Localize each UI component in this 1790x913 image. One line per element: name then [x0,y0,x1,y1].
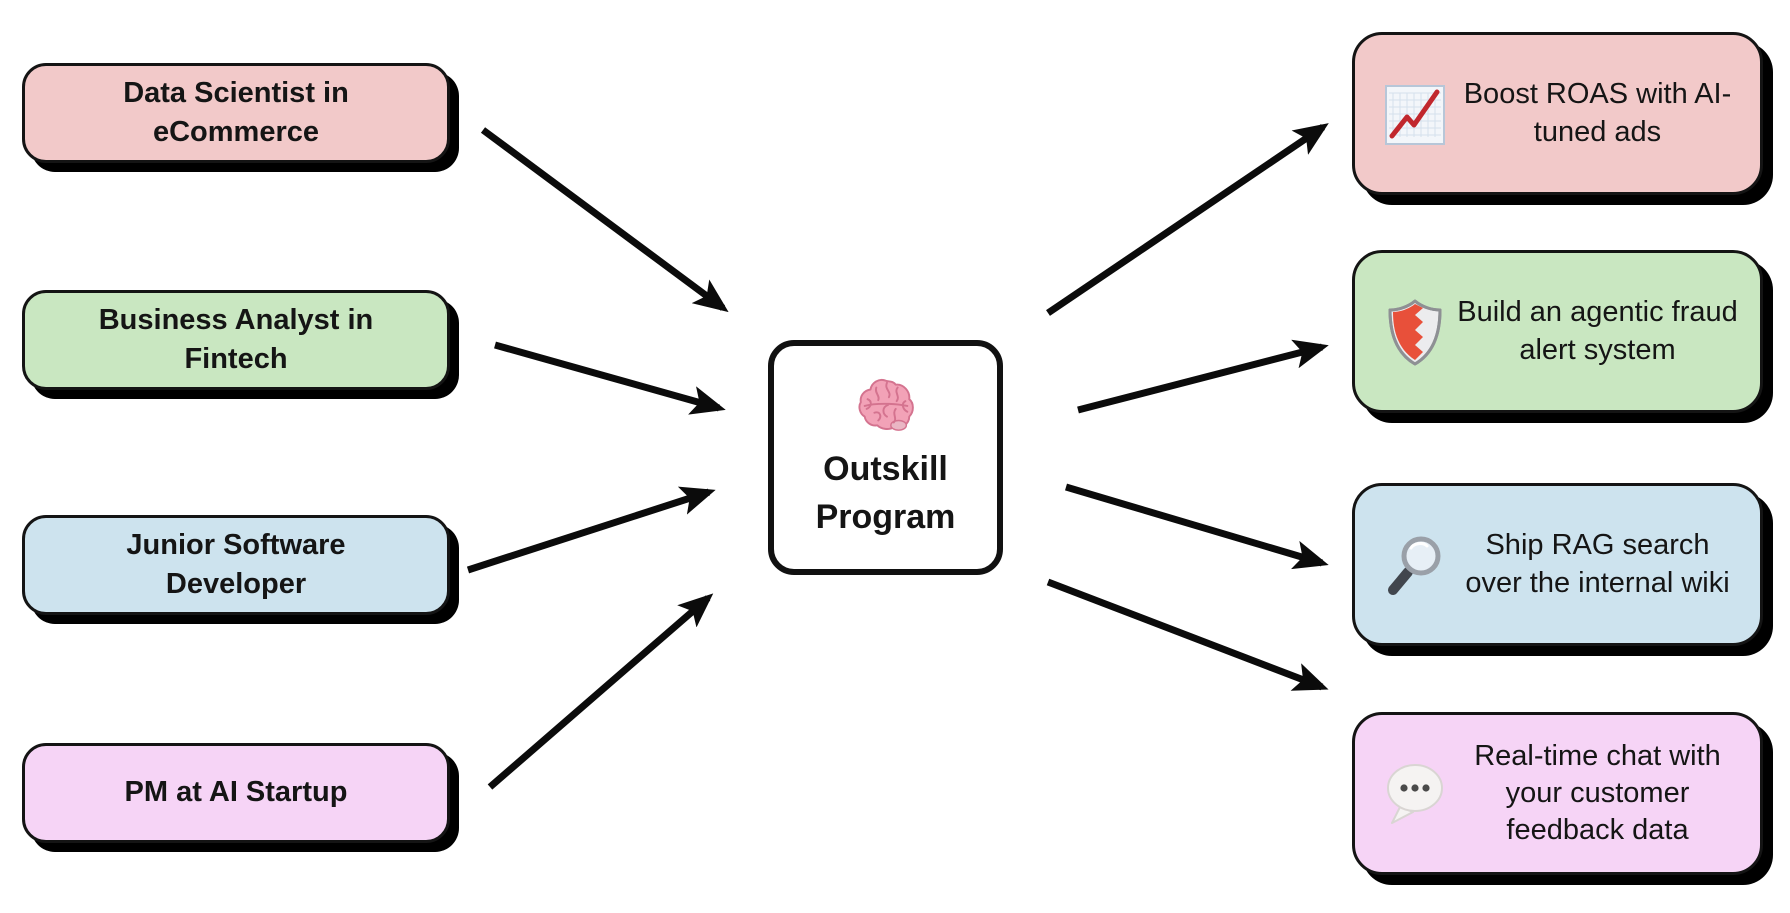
right-node-label: Boost ROAS with AI-tuned ads [1463,78,1732,148]
left-node-pm-ai-startup: PM at AI Startup [22,743,450,843]
arrow-left1-to-center [480,127,729,313]
arrow-center-to-right1 [1046,123,1329,316]
left-node-business-analyst: Business Analyst in Fintech [22,290,450,390]
brain-icon [858,378,914,431]
speech-balloon-icon [1387,763,1443,824]
shield-icon [1388,299,1442,365]
arrow-left3-to-center [466,486,716,574]
arrow-left4-to-center [487,593,714,790]
arrow-center-to-right3 [1065,483,1329,570]
left-node-label: Data Scientist in eCommerce [123,76,349,148]
right-node-realtime-chat: Real-time chat with your customer feedba… [1352,712,1763,875]
arrow-left2-to-center [494,341,726,415]
right-node-boost-roas: Boost ROAS with AI-tuned ads [1352,32,1763,195]
right-node-fraud-alert: Build an agentic fraud alert system [1352,250,1763,413]
chart-increasing-icon [1385,84,1445,145]
center-node-outskill-program: Outskill Program [768,340,1003,575]
right-node-label: Build an agentic fraud alert system [1457,296,1738,366]
left-node-junior-developer: Junior Software Developer [22,515,450,615]
right-node-label: Ship RAG search over the internal wiki [1465,529,1730,599]
left-node-label: Business Analyst in Fintech [98,303,374,375]
left-node-label: Junior Software Developer [126,528,346,600]
left-node-data-scientist: Data Scientist in eCommerce [22,63,450,163]
arrow-center-to-right2 [1077,339,1329,414]
left-node-label: PM at AI Startup [124,776,348,809]
right-node-label: Real-time chat with your customer feedba… [1474,739,1721,847]
arrow-center-to-right4 [1046,578,1329,691]
magnifying-glass-icon [1388,536,1441,595]
center-node-label: Outskill Program [815,449,956,536]
right-node-rag-search: Ship RAG search over the internal wiki [1352,483,1763,646]
